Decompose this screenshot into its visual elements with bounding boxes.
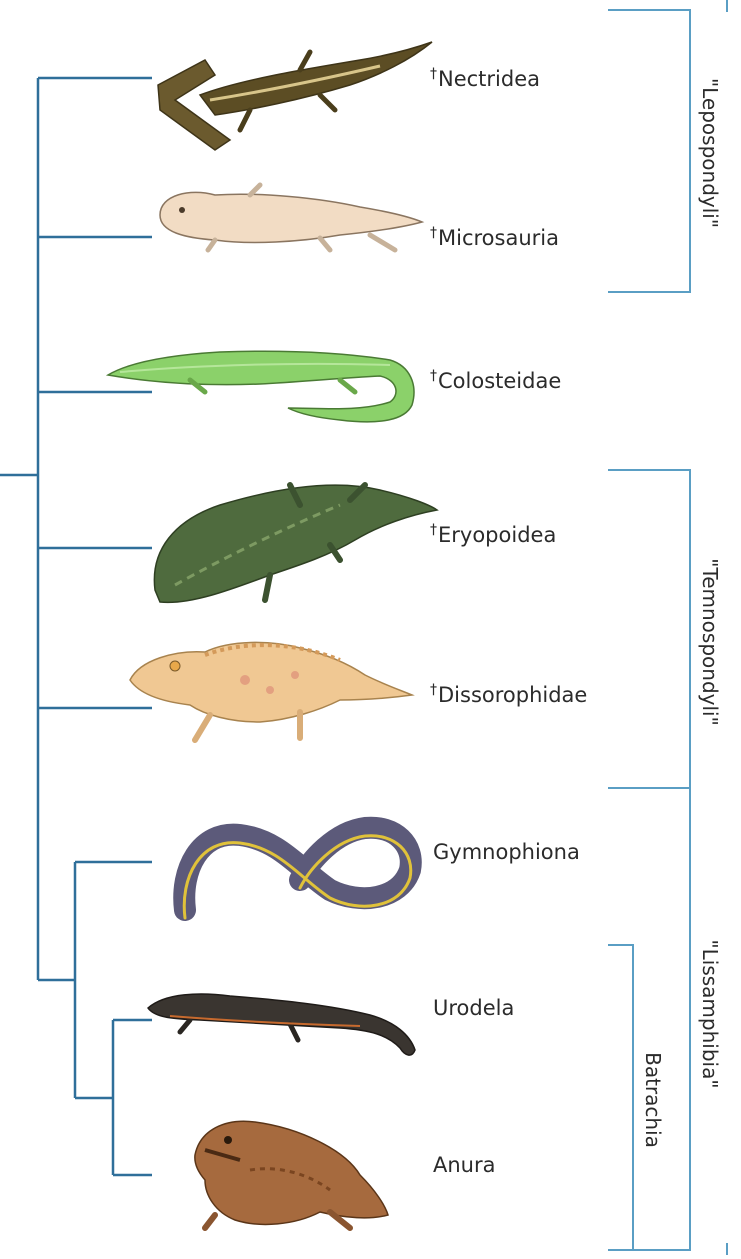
clade-label-temnospondyli: "Temnospondyli" [698, 532, 722, 752]
tree-lines [0, 78, 152, 1175]
extinct-dagger: † [430, 522, 437, 538]
eryopoidea-illustration [154, 485, 437, 602]
taxon-label-anura: Anura [433, 1153, 496, 1177]
extinct-dagger: † [430, 225, 437, 241]
taxon-name: Eryopoidea [438, 523, 556, 547]
extinct-dagger: † [430, 368, 437, 384]
nectridea-illustration [158, 42, 432, 150]
taxon-label-urodela: Urodela [433, 996, 514, 1020]
urodela-illustration [148, 994, 415, 1055]
taxon-label-eryopoidea: †Eryopoidea [430, 522, 556, 547]
clade-label-lepospondyli: "Lepospondyli" [698, 53, 722, 253]
taxon-label-gymnophiona: Gymnophiona [433, 840, 580, 864]
taxon-name: Dissorophidae [438, 683, 587, 707]
taxon-label-microsauria: †Microsauria [430, 225, 559, 250]
extinct-dagger: † [430, 682, 437, 698]
bracket-batrachia [608, 945, 633, 1250]
taxon-name: Nectridea [438, 67, 540, 91]
taxon-name: Microsauria [438, 226, 559, 250]
bracket-lissamphibia [608, 788, 690, 1250]
anura-illustration [195, 1121, 388, 1228]
taxon-label-dissorophidae: †Dissorophidae [430, 682, 587, 707]
taxon-label-nectridea: †Nectridea [430, 66, 540, 91]
clade-label-lissamphibia: "Lissamphibia" [698, 914, 722, 1114]
clade-label-batrachia: Batrachia [641, 1030, 665, 1170]
microsauria-illustration [160, 185, 422, 250]
gymnophiona-illustration [184, 828, 411, 918]
extinct-dagger: † [430, 66, 437, 82]
colosteidae-illustration [108, 351, 414, 422]
taxon-label-colosteidae: †Colosteidae [430, 368, 561, 393]
bracket-lepospondyli [608, 10, 690, 292]
dissorophidae-illustration [130, 642, 412, 740]
bracket-temnospondyli [608, 470, 690, 788]
taxon-name: Colosteidae [438, 369, 561, 393]
